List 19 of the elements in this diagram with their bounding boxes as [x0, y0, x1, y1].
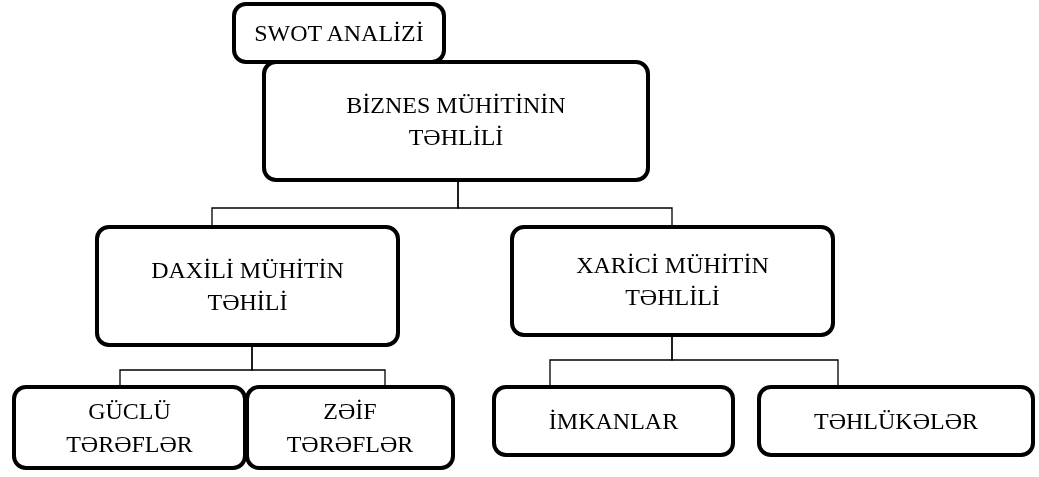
connector-line: [671, 336, 839, 386]
box-label: BİZNES MÜHİTİNİN TƏHLİLİ: [345, 90, 567, 152]
connector-line: [251, 346, 386, 386]
rounded-box: [262, 60, 650, 182]
rounded-box: [95, 225, 400, 347]
rounded-box: [12, 385, 247, 470]
rounded-box: [245, 385, 455, 470]
rounded-box: [510, 225, 835, 337]
rounded-box: [232, 2, 446, 64]
box-label: DAXİLİ MÜHİTİN TƏHİLİ: [150, 255, 345, 317]
box-label: XARİCİ MÜHİTİN TƏHLİLİ: [575, 250, 770, 312]
rounded-box: [757, 385, 1035, 457]
box-label: SWOT ANALİZİ: [254, 18, 424, 48]
rounded-box: [492, 385, 735, 457]
box-label: GÜCLÜ TƏRƏFLƏR: [65, 397, 194, 459]
box-label: ZƏİF TƏRƏFLƏR: [285, 397, 415, 459]
box-label: TƏHLÜKƏLƏR: [814, 406, 978, 436]
box-label: İMKANLAR: [548, 406, 679, 436]
connector-line: [457, 181, 673, 226]
